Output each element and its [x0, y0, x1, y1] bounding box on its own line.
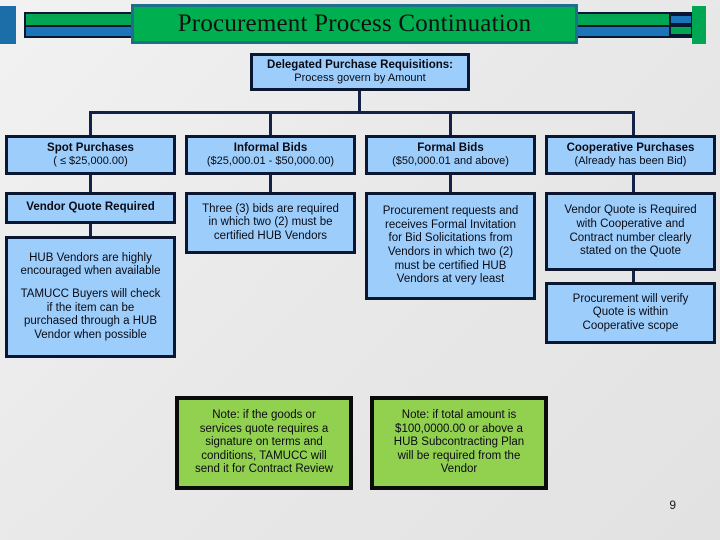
connector-drop-column-2: [269, 111, 272, 135]
column-header-formal-bids: Formal Bids ($50,000.01 and above): [365, 135, 536, 175]
flow-box-line-7: Vendor when possible: [34, 328, 147, 341]
note-box-hub-subcontracting-plan: Note: if total amount is $100,0000.00 or…: [370, 396, 548, 490]
connector-drop-column-1: [89, 111, 92, 135]
note-box-contract-review: Note: if the goods or services quote req…: [175, 396, 353, 490]
column-header-informal-bids: Informal Bids ($25,000.01 - $50,000.00): [185, 135, 356, 175]
connector-col4-header-to-box1: [632, 175, 635, 192]
note-line-2: $100,0000.00 or above a: [395, 422, 523, 435]
flow-box-line-1: Procurement will verify: [572, 292, 689, 305]
column-header-line-2: (Already has been Bid): [574, 155, 687, 168]
flow-box-hub-vendors-guidance: HUB Vendors are highly encouraged when a…: [5, 236, 176, 358]
flow-box-vendor-quote-required: Vendor Quote Required: [5, 192, 176, 224]
flow-box-cooperative-vendor-quote: Vendor Quote is Required with Cooperativ…: [545, 192, 716, 271]
flow-box-line-3: Contract number clearly: [569, 231, 692, 244]
connector-col1-header-to-box1: [89, 175, 92, 192]
flow-box-formal-invitation-process: Procurement requests and receives Formal…: [365, 192, 536, 300]
column-header-line-1: Formal Bids: [417, 141, 484, 154]
note-line-5: Vendor: [440, 463, 478, 476]
flow-box-line-2: with Cooperative and: [576, 217, 685, 230]
note-line-5: send it for Contract Review: [194, 463, 334, 476]
column-header-cooperative-purchases: Cooperative Purchases (Already has been …: [545, 135, 716, 175]
note-line-2: services quote requires a: [199, 422, 329, 435]
note-line-1: Note: if total amount is: [401, 409, 517, 422]
note-line-1: Note: if the goods or: [212, 409, 316, 422]
flow-box-line-1: Vendor Quote is Required: [564, 204, 697, 217]
banner-right-tab: [692, 6, 706, 44]
connector-distribution-bar: [89, 111, 635, 114]
flow-box-line-1: Vendor Quote Required: [26, 201, 155, 214]
flow-box-three-bids-required: Three (3) bids are required in which two…: [185, 192, 356, 254]
note-line-3: signature on terms and: [205, 436, 323, 449]
connector-col2-header-to-box1: [269, 175, 272, 192]
note-line-4: will be required from the: [397, 449, 521, 462]
connector-col3-header-to-box1: [449, 175, 452, 192]
flow-box-line-6: Vendors at very least: [396, 273, 505, 286]
flow-box-line-4: TAMUCC Buyers will check: [20, 287, 161, 300]
flow-box-line-3: for Bid Solicitations from: [388, 232, 513, 245]
flow-box-line-1: Three (3) bids are required: [202, 202, 339, 215]
flow-box-line-2: Quote is within: [592, 306, 669, 319]
flow-box-line-2: receives Formal Invitation: [384, 218, 517, 231]
root-node-line-1: Delegated Purchase Requisitions:: [267, 58, 453, 71]
connector-col4-box1-to-box2: [632, 271, 635, 282]
column-header-line-1: Cooperative Purchases: [566, 141, 695, 154]
column-header-line-2: ($50,000.01 and above): [392, 155, 509, 168]
column-header-line-2: ( ≤ $25,000.00): [53, 155, 128, 168]
banner-cap-square-green: [669, 25, 693, 36]
column-header-spot-purchases: Spot Purchases ( ≤ $25,000.00): [5, 135, 176, 175]
page-number: 9: [669, 498, 676, 512]
banner-left-tab: [0, 6, 16, 44]
note-line-4: conditions, TAMUCC will: [201, 449, 327, 462]
flow-box-line-2: in which two (2) must be: [208, 216, 333, 229]
column-header-line-1: Spot Purchases: [47, 141, 134, 154]
connector-col1-box1-to-box2: [89, 224, 92, 236]
flow-box-line-1: Procurement requests and: [382, 205, 519, 218]
connector-drop-column-3: [449, 111, 452, 135]
page-title: Procurement Process Continuation: [177, 10, 532, 37]
flow-box-line-3: certified HUB Vendors: [213, 229, 328, 242]
column-header-line-1: Informal Bids: [233, 141, 308, 154]
flow-box-line-4: stated on the Quote: [579, 245, 682, 258]
flow-box-line-1: HUB Vendors are highly: [29, 251, 152, 264]
connector-root-stem: [358, 91, 361, 111]
page-title-plate: Procurement Process Continuation: [131, 4, 578, 44]
flow-box-line-3: Cooperative scope: [582, 319, 679, 332]
root-node-line-2: Process govern by Amount: [294, 72, 426, 85]
flow-box-line-2: encouraged when available: [20, 265, 161, 278]
connector-drop-column-4: [632, 111, 635, 135]
flow-box-procurement-verify-scope: Procurement will verify Quote is within …: [545, 282, 716, 344]
root-node-delegated-purchase-requisitions: Delegated Purchase Requisitions: Process…: [250, 53, 470, 91]
note-line-3: HUB Subcontracting Plan: [393, 436, 525, 449]
title-banner: Procurement Process Continuation: [0, 0, 720, 48]
flow-box-line-5: must be certified HUB: [394, 259, 507, 272]
flow-box-line-6: purchased through a HUB: [24, 315, 157, 328]
flow-box-line-4: Vendors in which two (2): [387, 246, 514, 258]
banner-cap-square-blue: [669, 14, 693, 25]
column-header-line-2: ($25,000.01 - $50,000.00): [206, 155, 335, 168]
flow-box-line-5: if the item can be: [46, 301, 135, 314]
